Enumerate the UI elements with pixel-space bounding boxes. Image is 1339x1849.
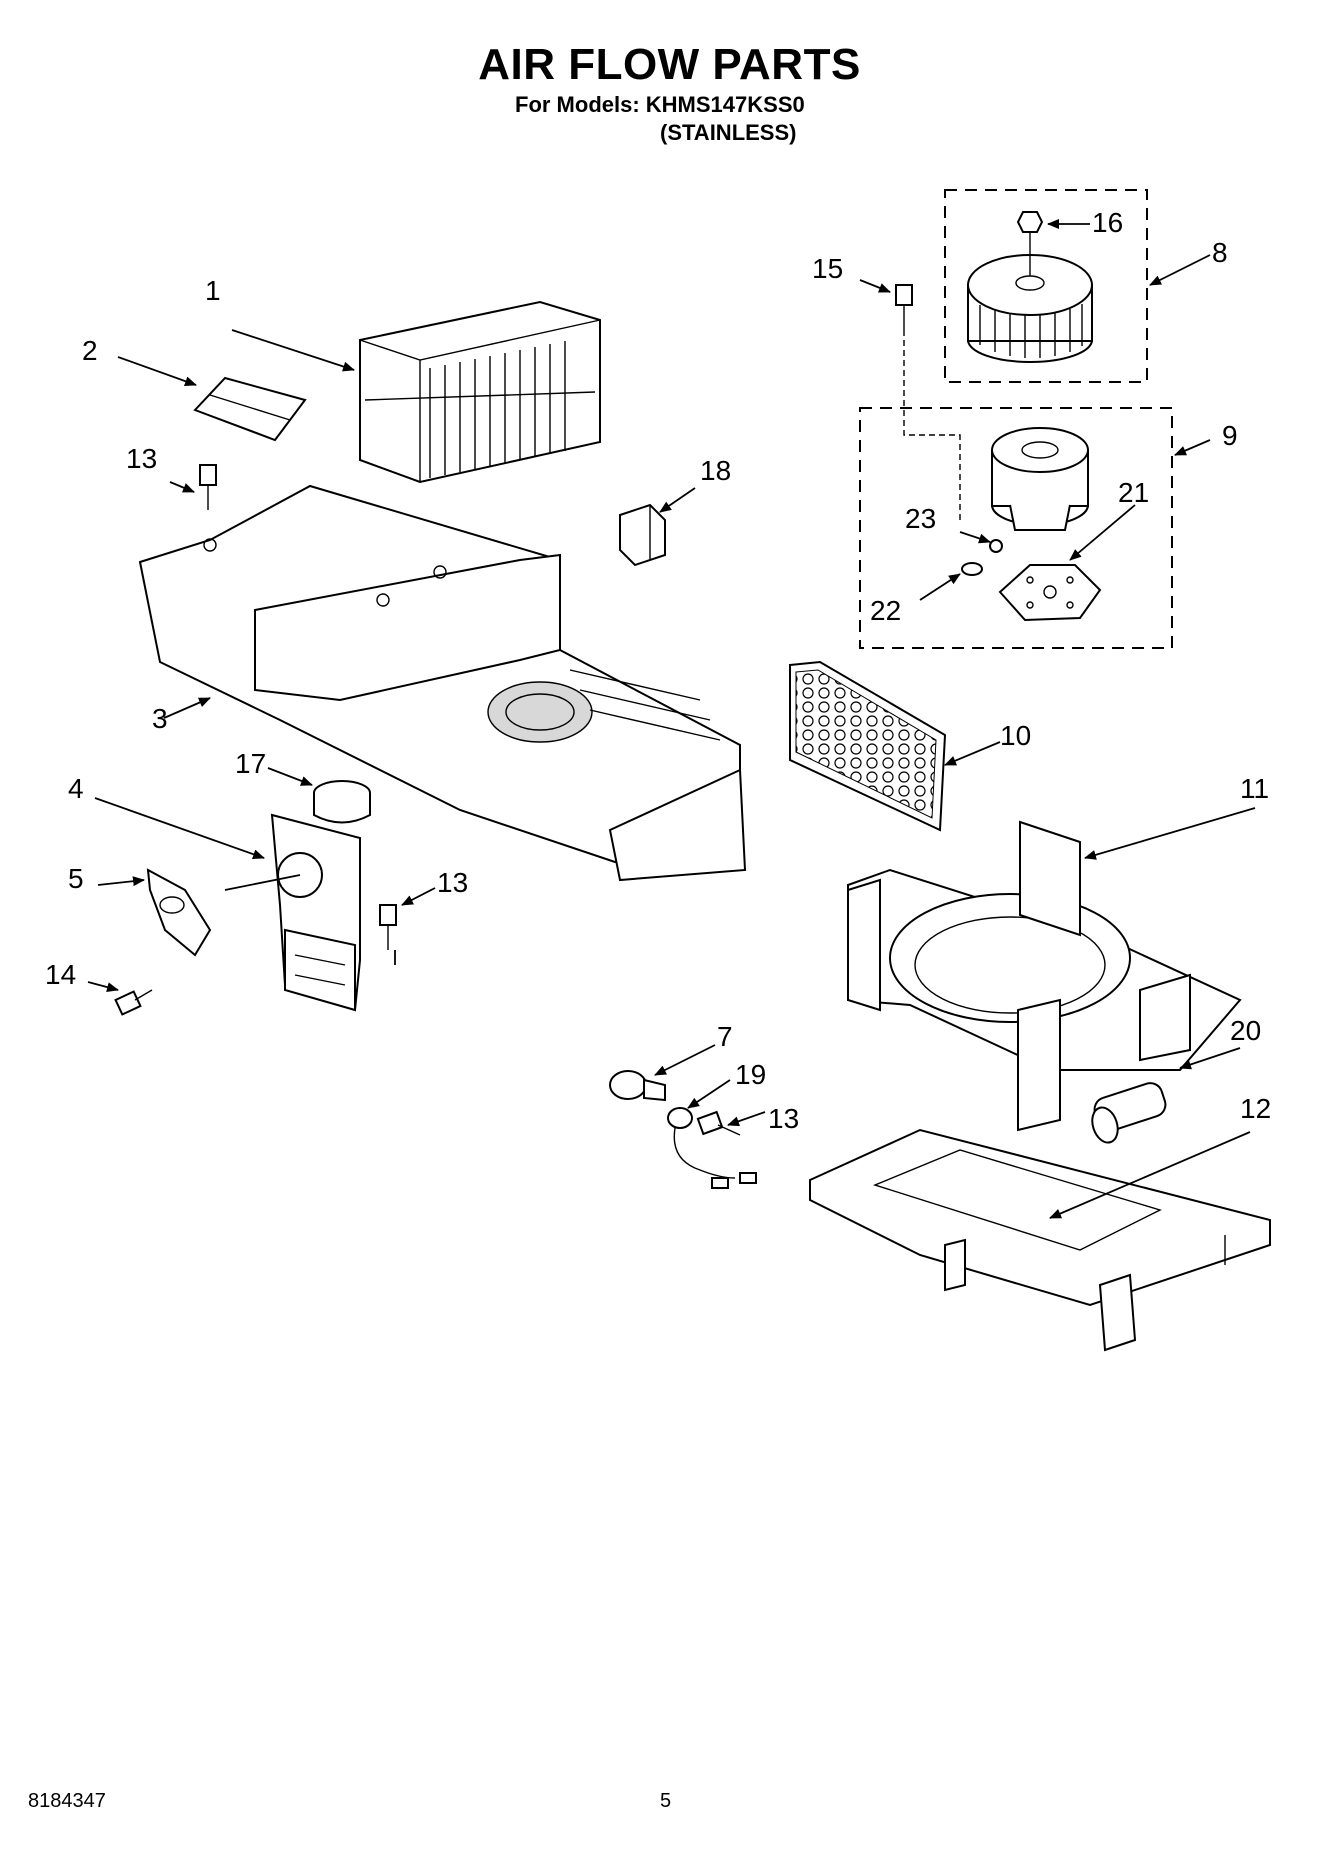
callout-11: 11: [1240, 773, 1269, 804]
callout-21: 21: [1118, 477, 1149, 508]
callout-22: 22: [870, 595, 901, 626]
part-1-air-duct: [359, 300, 601, 484]
part-13-screw-b: [379, 904, 397, 950]
part-13-screw-c: [696, 1110, 741, 1136]
part-22-washer: [961, 562, 983, 576]
part-21-motor-plate: [998, 564, 1102, 622]
callout-numbers: 1 2 3 4 5 7 8 9 10 11 12 13 13 13 14 15 …: [45, 207, 1271, 1134]
models-line: For Models: KHMS147KSS0: [515, 92, 805, 117]
callout-13-b: 13: [437, 867, 468, 898]
part-4-bracket: [270, 813, 361, 1012]
part-20-capacitor: [1091, 1082, 1167, 1144]
callout-10: 10: [1000, 720, 1031, 751]
part-11-blower-housing: [847, 820, 1242, 1132]
part-3-air-guide: [138, 484, 747, 882]
callout-15: 15: [812, 253, 843, 284]
part-17-protector: [313, 780, 371, 824]
part-10-grease-filter: [789, 660, 947, 832]
part-5-thermostat: [146, 868, 212, 957]
part-18-connector: [619, 503, 666, 567]
part-7-lamp: [609, 1070, 666, 1102]
page-title: AIR FLOW PARTS: [478, 40, 861, 89]
group-8-frame: [944, 189, 1148, 383]
part-8-blower-wheel: [967, 228, 1093, 363]
callout-4: 4: [68, 773, 84, 804]
callout-8: 8: [1212, 237, 1228, 268]
variant-line: (STAINLESS): [660, 120, 797, 145]
document-number: 8184347: [28, 1790, 106, 1812]
callout-20: 20: [1230, 1015, 1261, 1046]
part-2-baffle: [193, 376, 307, 442]
callout-23: 23: [905, 503, 936, 534]
callout-18: 18: [700, 455, 731, 486]
part-9-motor: [991, 427, 1089, 531]
part-19-socket: [667, 1107, 757, 1189]
callout-5: 5: [68, 863, 84, 894]
leader-lines: [87, 219, 1256, 1219]
callout-19: 19: [735, 1059, 766, 1090]
part-12-base-plate: [809, 1128, 1271, 1352]
part-13-screw-a: [199, 464, 217, 510]
page-number: 5: [660, 1790, 672, 1812]
callout-9: 9: [1222, 420, 1238, 451]
callout-13-a: 13: [126, 443, 157, 474]
callout-14: 14: [45, 959, 76, 990]
callout-12: 12: [1240, 1093, 1271, 1124]
part-23-nut: [989, 539, 1003, 553]
group-9-frame: [859, 407, 1173, 649]
callout-16: 16: [1092, 207, 1123, 238]
callout-3: 3: [152, 703, 168, 734]
callout-17: 17: [235, 748, 266, 779]
part-15-screw: [895, 284, 961, 520]
part-14-screw: [114, 989, 153, 1016]
callout-7: 7: [717, 1021, 733, 1052]
callout-13-c: 13: [768, 1103, 799, 1134]
callout-2: 2: [82, 335, 98, 366]
part-16-nut: [1016, 211, 1044, 233]
callout-1: 1: [205, 275, 221, 306]
